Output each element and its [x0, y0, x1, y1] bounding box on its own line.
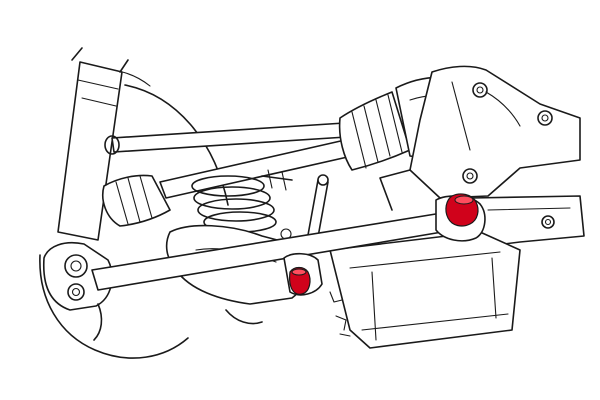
knuckle [42, 242, 113, 341]
rear-bushing-highlight [289, 266, 311, 295]
housing-bolt-b [537, 110, 553, 126]
small-fasteners [225, 291, 351, 337]
rail-bolt [541, 215, 555, 229]
knuckle-bolt-upper [64, 254, 88, 278]
housing-bolt-c [462, 168, 478, 184]
lower-case [329, 231, 521, 349]
front-bushing-highlight [445, 193, 479, 227]
housing-bolt-a [472, 82, 488, 98]
knuckle-bolt-lower [67, 283, 85, 301]
shock-absorber [57, 47, 129, 241]
